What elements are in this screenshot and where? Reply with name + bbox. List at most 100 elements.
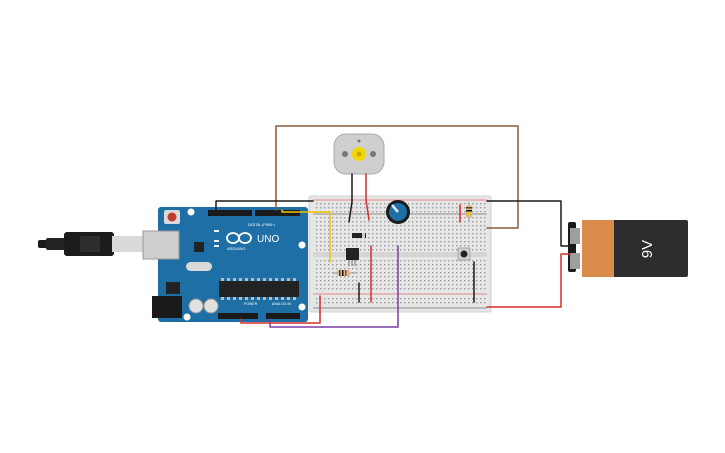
breadboard-hole[interactable]	[480, 288, 482, 290]
breadboard-hole[interactable]	[440, 241, 442, 243]
breadboard-hole[interactable]	[380, 249, 382, 251]
breadboard-hole[interactable]	[480, 268, 482, 270]
breadboard-hole[interactable]	[324, 302, 326, 304]
breadboard-hole[interactable]	[408, 280, 410, 282]
breadboard-hole[interactable]	[420, 280, 422, 282]
breadboard-hole[interactable]	[460, 268, 462, 270]
breadboard-hole[interactable]	[460, 298, 462, 300]
breadboard-hole[interactable]	[440, 233, 442, 235]
breadboard-hole[interactable]	[420, 229, 422, 231]
breadboard-hole[interactable]	[476, 264, 478, 266]
breadboard-hole[interactable]	[452, 288, 454, 290]
breadboard-hole[interactable]	[316, 237, 318, 239]
breadboard-hole[interactable]	[428, 229, 430, 231]
breadboard-hole[interactable]	[416, 241, 418, 243]
breadboard-hole[interactable]	[360, 284, 362, 286]
breadboard-hole[interactable]	[332, 237, 334, 239]
breadboard-hole[interactable]	[384, 237, 386, 239]
breadboard-hole[interactable]	[444, 245, 446, 247]
breadboard-hole[interactable]	[372, 217, 374, 219]
breadboard-hole[interactable]	[384, 221, 386, 223]
breadboard-hole[interactable]	[332, 229, 334, 231]
breadboard-hole[interactable]	[432, 284, 434, 286]
breadboard-hole[interactable]	[320, 276, 322, 278]
breadboard-hole[interactable]	[392, 229, 394, 231]
breadboard-hole[interactable]	[400, 260, 402, 262]
breadboard[interactable]	[308, 195, 492, 313]
breadboard-hole[interactable]	[424, 225, 426, 227]
breadboard-hole[interactable]	[348, 203, 350, 205]
breadboard-hole[interactable]	[388, 264, 390, 266]
breadboard-hole[interactable]	[456, 241, 458, 243]
breadboard-hole[interactable]	[472, 260, 474, 262]
breadboard-hole[interactable]	[472, 211, 474, 213]
breadboard-hole[interactable]	[340, 260, 342, 262]
breadboard-hole[interactable]	[360, 241, 362, 243]
breadboard-hole[interactable]	[408, 268, 410, 270]
breadboard-hole[interactable]	[376, 217, 378, 219]
breadboard-hole[interactable]	[440, 207, 442, 209]
breadboard-hole[interactable]	[452, 276, 454, 278]
breadboard-hole[interactable]	[472, 207, 474, 209]
breadboard-hole[interactable]	[472, 298, 474, 300]
breadboard-hole[interactable]	[480, 229, 482, 231]
breadboard-hole[interactable]	[364, 264, 366, 266]
breadboard-hole[interactable]	[452, 264, 454, 266]
breadboard-hole[interactable]	[372, 211, 374, 213]
breadboard-hole[interactable]	[340, 221, 342, 223]
breadboard-hole[interactable]	[448, 237, 450, 239]
breadboard-hole[interactable]	[356, 245, 358, 247]
breadboard-hole[interactable]	[380, 225, 382, 227]
breadboard-hole[interactable]	[424, 268, 426, 270]
breadboard-hole[interactable]	[356, 217, 358, 219]
breadboard-hole[interactable]	[448, 211, 450, 213]
breadboard-hole[interactable]	[436, 225, 438, 227]
breadboard-hole[interactable]	[412, 207, 414, 209]
breadboard-hole[interactable]	[372, 203, 374, 205]
breadboard-hole[interactable]	[352, 229, 354, 231]
breadboard-hole[interactable]	[432, 280, 434, 282]
breadboard-hole[interactable]	[384, 284, 386, 286]
breadboard-hole[interactable]	[348, 284, 350, 286]
breadboard-hole[interactable]	[436, 211, 438, 213]
breadboard-hole[interactable]	[432, 249, 434, 251]
breadboard-hole[interactable]	[436, 260, 438, 262]
breadboard-hole[interactable]	[384, 241, 386, 243]
breadboard-hole[interactable]	[336, 211, 338, 213]
breadboard-hole[interactable]	[476, 245, 478, 247]
breadboard-hole[interactable]	[344, 207, 346, 209]
breadboard-hole[interactable]	[372, 268, 374, 270]
breadboard-hole[interactable]	[408, 276, 410, 278]
breadboard-hole[interactable]	[428, 207, 430, 209]
breadboard-hole[interactable]	[404, 268, 406, 270]
breadboard-hole[interactable]	[456, 233, 458, 235]
breadboard-hole[interactable]	[420, 237, 422, 239]
breadboard-hole[interactable]	[460, 276, 462, 278]
breadboard-hole[interactable]	[428, 272, 430, 274]
breadboard-hole[interactable]	[364, 221, 366, 223]
breadboard-hole[interactable]	[396, 241, 398, 243]
breadboard-hole[interactable]	[396, 298, 398, 300]
breadboard-hole[interactable]	[448, 298, 450, 300]
breadboard-hole[interactable]	[364, 302, 366, 304]
breadboard-hole[interactable]	[424, 260, 426, 262]
breadboard-hole[interactable]	[464, 217, 466, 219]
breadboard-hole[interactable]	[424, 284, 426, 286]
arduino-uno-board[interactable]: UNO ARDUINO DIGITAL (PWM~) POWER ANALOG …	[142, 207, 308, 322]
breadboard-hole[interactable]	[392, 260, 394, 262]
breadboard-hole[interactable]	[324, 268, 326, 270]
breadboard-hole[interactable]	[428, 276, 430, 278]
breadboard-hole[interactable]	[372, 249, 374, 251]
breadboard-hole[interactable]	[460, 245, 462, 247]
breadboard-hole[interactable]	[448, 284, 450, 286]
breadboard-hole[interactable]	[328, 280, 330, 282]
breadboard-hole[interactable]	[368, 207, 370, 209]
breadboard-hole[interactable]	[476, 276, 478, 278]
breadboard-hole[interactable]	[328, 260, 330, 262]
breadboard-hole[interactable]	[324, 284, 326, 286]
breadboard-hole[interactable]	[484, 249, 486, 251]
breadboard-hole[interactable]	[380, 211, 382, 213]
breadboard-hole[interactable]	[448, 229, 450, 231]
breadboard-hole[interactable]	[472, 272, 474, 274]
breadboard-hole[interactable]	[392, 249, 394, 251]
